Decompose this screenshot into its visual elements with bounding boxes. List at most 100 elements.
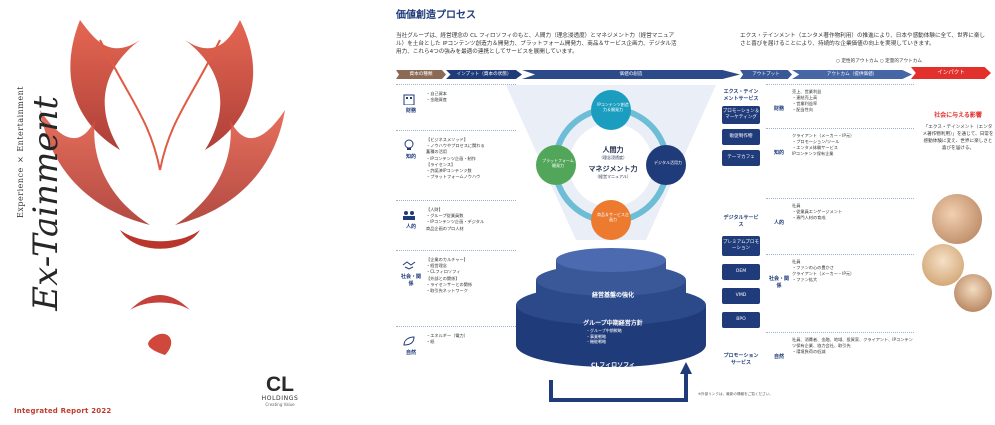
impact-body: 「エクス・テインメント（エンタメ著作物利用）」を通じて、日常を感動体験に変え、世… bbox=[922, 125, 994, 151]
cover-subtitle: Experience × Entertainment bbox=[16, 86, 25, 218]
engine-core bbox=[569, 123, 653, 207]
outcome-row: 知的 クライアント（メーカー・IP元） ・プロモーション/ツール ・エンタメ体験… bbox=[766, 128, 914, 199]
ip-content-node bbox=[591, 90, 631, 130]
capital-name: 人的 bbox=[405, 224, 416, 230]
capital-row: 人的 【人財】 ・グループ従業員数 ・IPコンテンツ企画・デジタル 商品企画のプ… bbox=[396, 200, 516, 251]
output-box: OEM bbox=[722, 264, 760, 280]
capital-text: 【企業のカルチャー】 ・経営理念 ・CLフィロソフィ 【外部との関係】 ・ライセ… bbox=[426, 257, 473, 294]
outcomes-column: 財務 売上、営業利益 ・連結売上高 ・営業利益率 ・配当性向 知的 クライアント… bbox=[766, 84, 914, 384]
capital-name: 社会・関係 bbox=[400, 274, 421, 287]
outcome-name: 自然 bbox=[773, 354, 784, 360]
platform-label: プラットフォーム開発力 bbox=[542, 158, 574, 168]
center-top-sub: （理念浸透度） bbox=[599, 155, 627, 160]
flow-input: インプット（資本の状態） bbox=[446, 70, 522, 79]
process-flow-bar: 資本の種類 インプット（資本の状態） 価値の創造 アウトプット アウトカム（提供… bbox=[396, 70, 912, 79]
pyramid-tier-1 bbox=[556, 248, 666, 272]
intro-left: 当社グループは、経営理念の CL フィロソフィのもと、人間力（理念浸透度）とマネ… bbox=[396, 33, 677, 55]
leaf-icon bbox=[403, 336, 415, 346]
capital-inputs: 財務 ・自己資本 ・金融資産 知的 【ビジネスメソッド】 ・ノウハウやプロセスに… bbox=[396, 84, 516, 384]
cover-report-label: Integrated Report 2022 bbox=[14, 407, 112, 415]
capital-text: ・自己資本 ・金融資産 bbox=[426, 91, 447, 103]
outcome-row: 社会・関係 社員 ・ファンの心の豊かさ クライアント（メーカー・IP元） ・ファ… bbox=[766, 254, 914, 333]
flow-outcome: アウトカム（提供価値） bbox=[792, 70, 912, 79]
capital-text: ・エネルギー（電力） ・紙 bbox=[426, 333, 468, 345]
center-top-label: 人間力 bbox=[602, 146, 624, 154]
capital-text: 【人財】 ・グループ従業員数 ・IPコンテンツ企画・デジタル 商品企画のプロ人材 bbox=[426, 207, 485, 231]
cover-title: Experience × Entertainment Ex-Tainment bbox=[12, 86, 66, 396]
capital-name: 財務 bbox=[405, 108, 416, 114]
logo-holdings: HOLDINGS bbox=[261, 395, 299, 402]
output-box: プロモーション＆マーケティング bbox=[722, 106, 760, 124]
outcome-row: 自然 社員、消費者、金融、地域、投資家、クライアント、IPコンテンツ保有企業、協… bbox=[766, 332, 914, 385]
outcome-text: クライアント（メーカー・IP元） ・プロモーション/ツール ・エンタメ体験サービ… bbox=[792, 133, 855, 156]
outcome-text: 社員 ・ファンの心の豊かさ クライアント（メーカー・IP元） ・ファン拡大 bbox=[792, 259, 855, 282]
outcome-row: 財務 売上、営業利益 ・連結売上高 ・営業利益率 ・配当性向 bbox=[766, 84, 914, 129]
outcome-name: 人的 bbox=[773, 220, 784, 226]
legend-quantitative: ○ 定量的アウトカム bbox=[879, 59, 922, 64]
impact-column: 社会に与える影響 「エクス・テインメント（エンタメ著作物利用）」を通じて、日常を… bbox=[918, 84, 995, 344]
center-bottom-sub: （経営マニュアル） bbox=[595, 174, 631, 179]
output-box: VMD bbox=[722, 288, 760, 304]
pyramid-bullet: ・グループ中期戦略 bbox=[586, 328, 622, 333]
outcome-name: 知的 bbox=[773, 150, 784, 156]
outcome-legend: ○ 定性的アウトカム ○ 定量的アウトカム bbox=[836, 58, 922, 64]
pyramid-bullets: ・グループ中期戦略 ・事業戦略 ・機能戦略 bbox=[586, 328, 646, 345]
outputs-foot: プロモーションサービス bbox=[723, 353, 759, 366]
value-creation-diagram bbox=[506, 85, 716, 402]
logo-mark: CL bbox=[266, 373, 294, 396]
flow-output: アウトプット bbox=[740, 70, 792, 79]
ip-content-label: IPコンテンツ創造力＆開発力 bbox=[597, 102, 629, 112]
impact-photo bbox=[922, 244, 964, 286]
digital-node bbox=[646, 145, 686, 185]
engine-center: 人間力 （理念浸透度） マネジメント力 （経営マニュアル） bbox=[575, 145, 651, 180]
output-box: テーマカフェ bbox=[722, 150, 760, 166]
flow-creation: 価値の創造 bbox=[522, 70, 740, 79]
feedback-loop-arrow bbox=[549, 370, 688, 402]
outputs-column: エクス・テインメントサービス プロモーション＆マーケティング 販促制作物 テーマ… bbox=[722, 84, 760, 394]
outputs-head-top: エクス・テインメントサービス bbox=[723, 89, 759, 102]
capital-row: 社会・関係 【企業のカルチャー】 ・経営理念 ・CLフィロソフィ 【外部との関係… bbox=[396, 250, 516, 327]
pyramid-label-3: CLフィロソフィ bbox=[591, 362, 635, 369]
impact-photo bbox=[954, 274, 992, 312]
cl-holdings-logo: CL HOLDINGS Creating Value bbox=[255, 373, 305, 407]
outcome-text: 社員 ・従業員エンゲージメント ・専門人材の育成 bbox=[792, 203, 843, 220]
flow-capital: 資本の種類 bbox=[396, 70, 446, 79]
people-icon bbox=[403, 211, 415, 220]
report-cover: Experience × Entertainment Ex-Tainment I… bbox=[0, 0, 318, 425]
outputs-head-bottom: デジタルサービス bbox=[723, 215, 759, 228]
platform-node bbox=[536, 145, 576, 185]
lightbulb-icon bbox=[404, 139, 414, 150]
cover-wordmark: Ex-Tainment bbox=[26, 96, 66, 311]
pyramid-bullet: ・機能戦略 bbox=[586, 339, 606, 344]
cover-artwork bbox=[40, 20, 285, 355]
impact-title: 社会に与える影響 bbox=[934, 112, 982, 119]
capital-row: 自然 ・エネルギー（電力） ・紙 bbox=[396, 326, 516, 367]
pyramid-label-4: CLグループ経営理念 bbox=[585, 373, 641, 380]
outcome-text: 社員、消費者、金融、地域、投資家、クライアント、IPコンテンツ保有企業、協力会社… bbox=[792, 337, 913, 354]
handshake-icon bbox=[402, 261, 416, 270]
pyramid-label-2: グループ中期経営方針 bbox=[583, 320, 643, 327]
outcome-name: 財務 bbox=[773, 106, 784, 112]
output-box: プレミアムプロモーション bbox=[722, 236, 760, 256]
capital-name: 自然 bbox=[405, 350, 416, 356]
impact-photo bbox=[932, 194, 982, 244]
capital-row: 知的 【ビジネスメソッド】 ・ノウハウやプロセスに関わる 蓄積の活用 ・IPコン… bbox=[396, 130, 516, 201]
outcome-name: 社会・関係 bbox=[768, 276, 789, 289]
value-creation-spread: 価値創造プロセス 当社グループは、経営理念の CL フィロソフィのもと、人間力（… bbox=[378, 0, 995, 425]
pyramid-bullet: ・事業戦略 bbox=[586, 333, 606, 339]
capital-name: 知的 bbox=[405, 154, 416, 160]
page-title: 価値創造プロセス bbox=[396, 10, 476, 21]
product-service-node bbox=[591, 200, 631, 240]
intro-right: エクス・テインメント（エンタメ著作物利用）の推進により、日本や感動体験に全て、世… bbox=[740, 33, 986, 47]
capital-row: 財務 ・自己資本 ・金融資産 bbox=[396, 84, 516, 131]
output-box: 販促制作物 bbox=[722, 129, 760, 145]
source-note: ※外部リンクは、最新の情報をご覧ください。 bbox=[698, 392, 773, 396]
flow-impact: インパクト bbox=[911, 67, 991, 79]
capital-text: 【ビジネスメソッド】 ・ノウハウやプロセスに関わる 蓄積の活用 ・IPコンテンツ… bbox=[426, 137, 485, 180]
pyramid-label-1: 経営基盤の強化 bbox=[591, 292, 634, 299]
legend-qualitative: ○ 定性的アウトカム bbox=[836, 59, 879, 64]
product-service-label: 商品＆サービス企画力 bbox=[597, 212, 629, 222]
digital-label: デジタル活用力 bbox=[654, 160, 682, 165]
center-bottom-label: マネジメント力 bbox=[588, 165, 638, 173]
outcome-text: 売上、営業利益 ・連結売上高 ・営業利益率 ・配当性向 bbox=[792, 89, 822, 112]
